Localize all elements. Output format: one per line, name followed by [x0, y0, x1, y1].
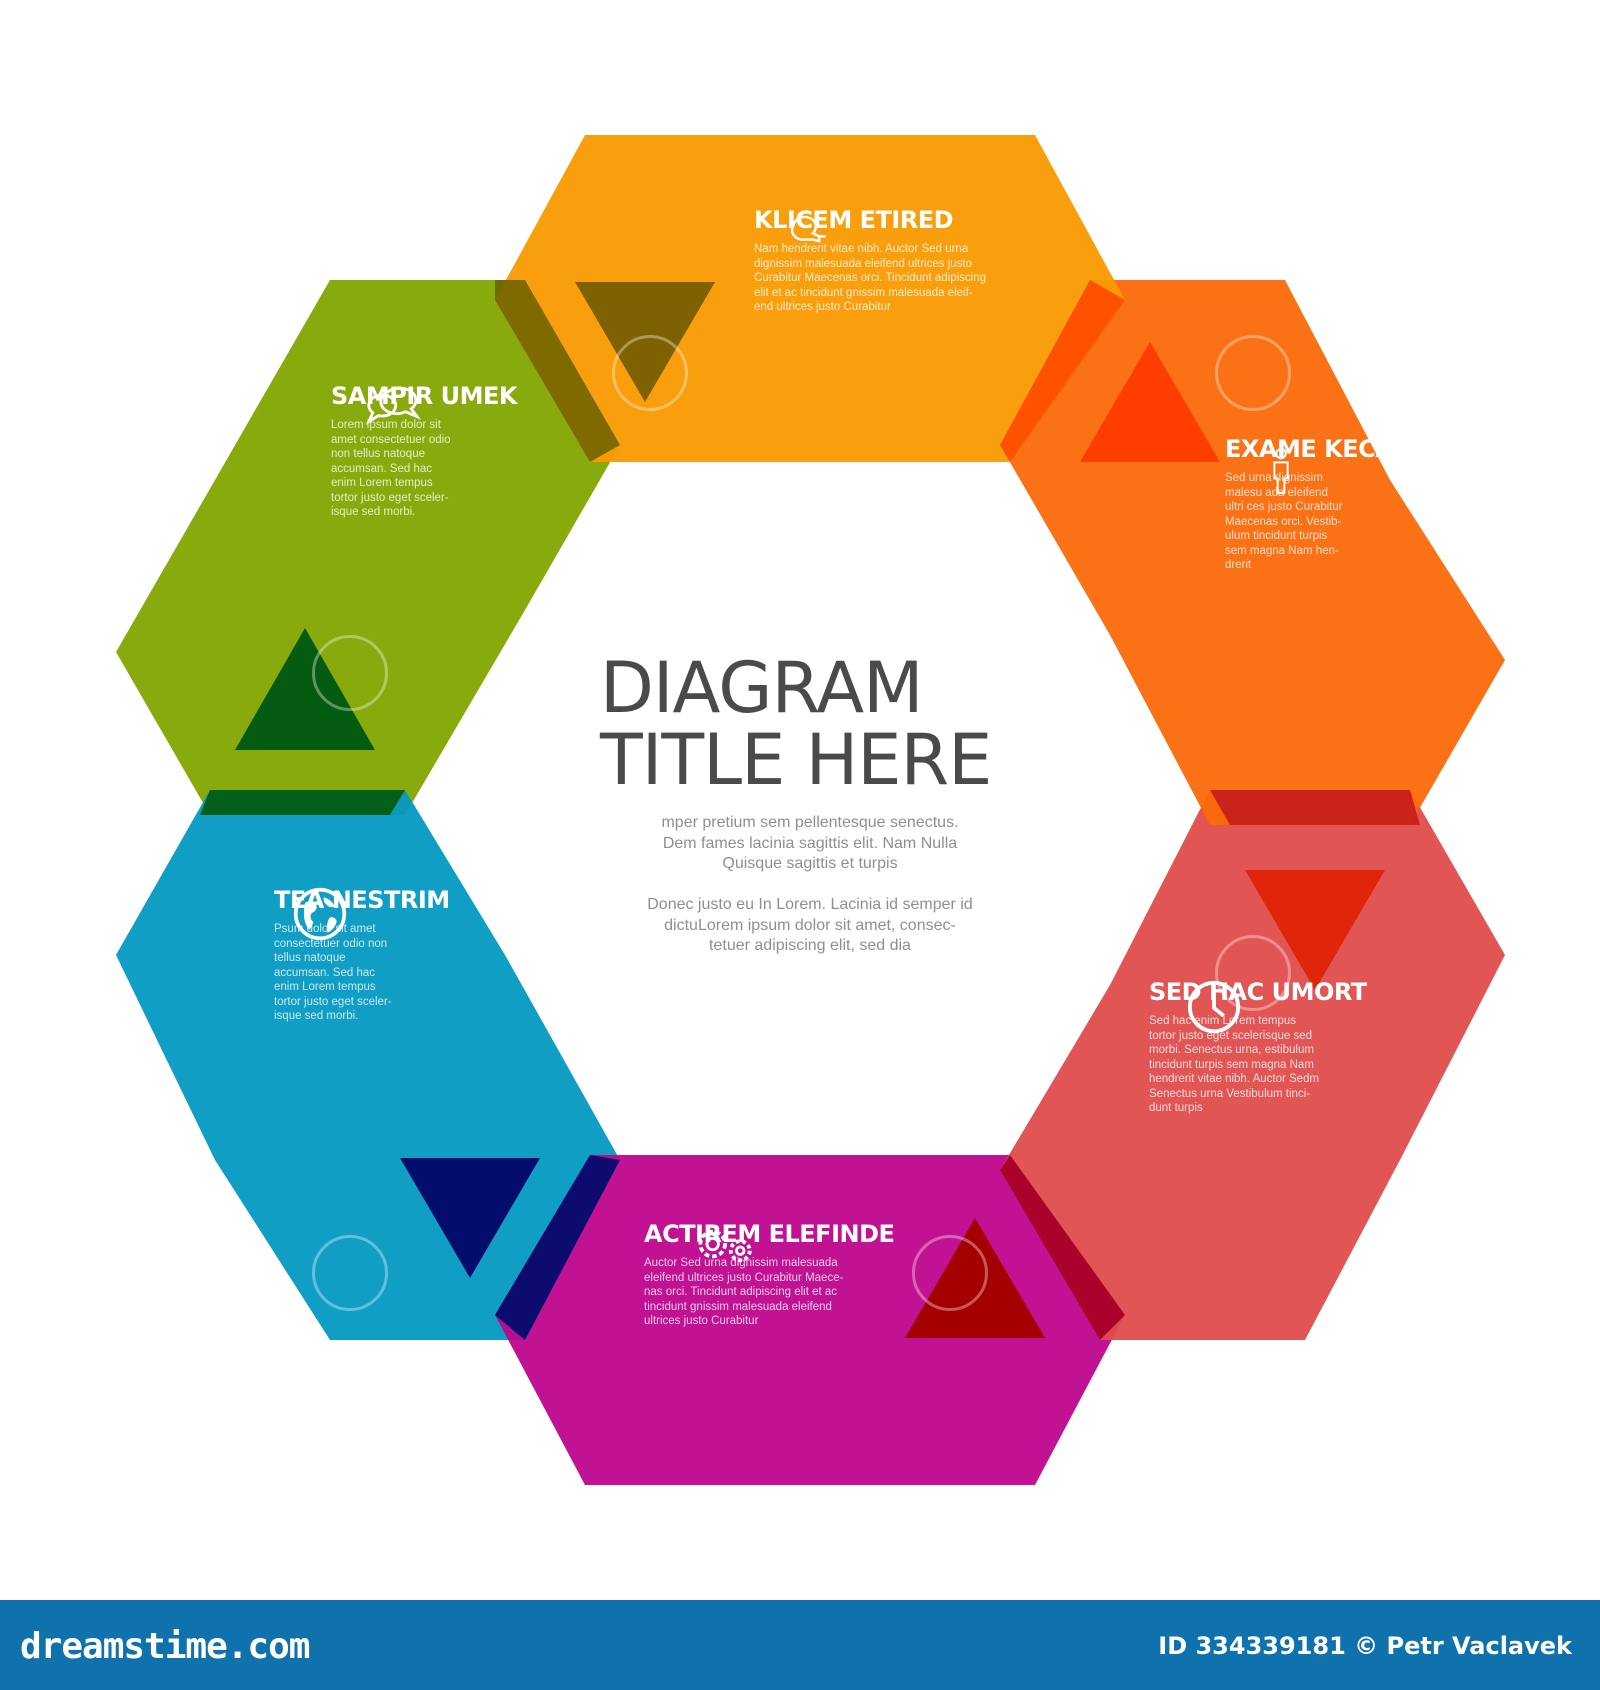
watermark-logo	[312, 1235, 388, 1311]
watermark-logo	[1215, 935, 1291, 1011]
lightbulb-icon	[790, 215, 826, 243]
diagram-title: DIAGRAM TITLE HERE	[600, 652, 1020, 796]
overlap-strip	[1000, 1155, 1125, 1340]
segment-bottom-content: ACTIREM ELEFINDE Auctor Sed urna digniss…	[644, 1220, 904, 1329]
segment-upper-left-title: SAMPIR UMEK	[331, 382, 517, 410]
overlap-strip	[1210, 790, 1420, 825]
hexagon-cycle-diagram: KLICEM ETIRED Nam hendrerit vitae nibh. …	[116, 135, 1505, 1485]
arrow-up-icon	[1080, 342, 1220, 462]
watermark-logo	[312, 635, 388, 711]
arrow-up-icon	[235, 628, 375, 750]
person-icon	[1273, 448, 1289, 494]
segment-upper-right-title: EXAME KECAM	[1225, 435, 1417, 463]
overlap-strip	[495, 280, 620, 462]
segment-bottom-title: ACTIREM ELEFINDE	[644, 1220, 895, 1248]
arrow-down-icon	[1245, 870, 1385, 990]
watermark-logo	[1215, 335, 1291, 411]
gears-icon	[698, 1229, 752, 1263]
overlap-strip	[495, 1155, 620, 1340]
footer-bar: dreamstime.com ID 334339181 © Petr Vacla…	[0, 1600, 1600, 1690]
segment-top-title: KLICEM ETIRED	[754, 206, 954, 234]
diagram-title-line2: TITLE HERE	[600, 719, 992, 801]
speech-bubbles-icon	[365, 386, 422, 425]
diagram-paragraph-1: mper pretium sem pellentesque senectus.D…	[661, 814, 959, 872]
diagram-title-line1: DIAGRAM	[600, 647, 924, 729]
watermark-logo	[612, 335, 688, 411]
overlap-strip	[200, 790, 405, 815]
globe-icon	[293, 887, 347, 941]
arrow-down-icon	[400, 1158, 540, 1278]
overlap-strip	[1000, 280, 1125, 462]
segment-top-content: KLICEM ETIRED Nam hendrerit vitae nibh. …	[754, 206, 1004, 315]
diagram-paragraph-2: Donec justo eu In Lorem. Lacinia id semp…	[647, 896, 973, 954]
footer-brand: dreamstime.com	[20, 1626, 310, 1667]
diagram-graphics	[116, 135, 1505, 1485]
segment-lower-right-shape	[1000, 790, 1505, 1340]
footer-credit: ID 334339181 © Petr Vaclavek	[1158, 1632, 1572, 1660]
segment-upper-left-shape	[116, 280, 620, 815]
watermark-logo	[912, 1235, 988, 1311]
segment-top-body: Nam hendrerit vitae nibh. Auctor Sed urn…	[754, 243, 987, 313]
segment-lower-left-title: TEA NESTRIM	[274, 886, 450, 914]
